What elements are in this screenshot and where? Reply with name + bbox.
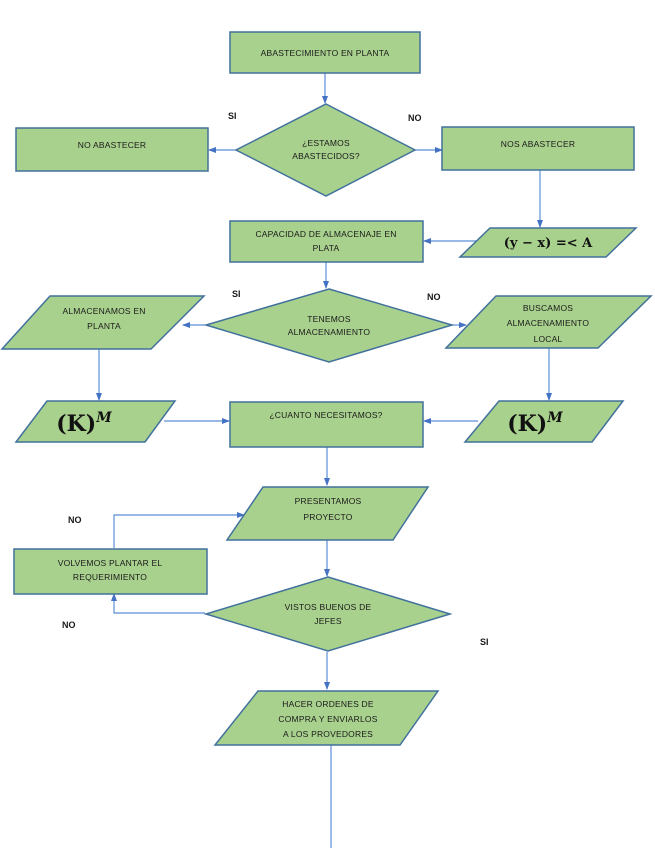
io-buscamos-almacenamiento-local: BUSCAMOS ALMACENAMIENTO LOCAL (444, 295, 653, 349)
io-k-power-m-right: (K)M (463, 400, 625, 443)
node-label: PRESENTAMOS (295, 496, 362, 506)
node-label: ALMACENAMIENTO (288, 327, 371, 337)
node-label: ¿CUANTO NECESITAMOS? (269, 410, 382, 420)
formula-text: (y − x) =< A (504, 236, 593, 251)
connector-volvemos-to-presentamos (113, 512, 245, 548)
decision-vistos-buenos-de-jefes: VISTOS BUENOS DE JEFES (203, 576, 453, 652)
node-capacidad-de-almacenaje: CAPACIDAD DE ALMACENAJE EN PLATA (229, 220, 424, 263)
node-label: JEFES (314, 616, 342, 626)
node-label: ABASTECIMIENTO EN PLANTA (261, 48, 390, 58)
node-label: REQUERIMIENTO (73, 572, 147, 582)
connector-q3-no-to-volvemos (111, 593, 205, 614)
connectors (96, 73, 552, 848)
node-nos-abastecer: NOS ABASTECER (441, 126, 635, 171)
node-label: VISTOS BUENOS DE (285, 602, 372, 612)
io-formula-y-minus-x: (y − x) =< A (458, 227, 638, 258)
node-label: COMPRA Y ENVIARLOS (278, 714, 377, 724)
node-label: VOLVEMOS PLANTAR EL (58, 558, 163, 568)
node-label: PLANTA (87, 321, 121, 331)
io-almacenamos-en-planta: ALMACENAMOS EN PLANTA (0, 295, 206, 350)
node-label: PROYECTO (303, 512, 352, 522)
io-k-power-m-left: (K)M (14, 400, 177, 443)
node-label: LOCAL (534, 334, 563, 344)
node-label: TENEMOS (307, 314, 351, 324)
edge-label-si: SI (480, 637, 489, 647)
edge-label-no: NO (408, 113, 422, 123)
io-hacer-ordenes-de-compra: HACER ORDENES DE COMPRA Y ENVIARLOS A LO… (213, 690, 440, 746)
node-label: HACER ORDENES DE (282, 699, 374, 709)
decision-tenemos-almacenamiento: TENEMOS ALMACENAMIENTO (203, 288, 455, 363)
edge-label-si: SI (228, 111, 237, 121)
node-label: BUSCAMOS (523, 303, 573, 313)
node-volvemos-plantar-requerimiento: VOLVEMOS PLANTAR EL REQUERIMIENTO (13, 548, 208, 595)
node-label: NOS ABASTECER (501, 139, 575, 149)
node-abastecimiento-en-planta: ABASTECIMIENTO EN PLANTA (229, 31, 421, 74)
formula-text: (K)M (507, 410, 563, 437)
node-no-abastecer: NO ABASTECER (15, 127, 209, 172)
node-label: ¿ESTAMOS (302, 138, 350, 148)
edge-label-no: NO (68, 515, 82, 525)
node-label: A LOS PROVEDORES (283, 729, 373, 739)
node-cuanto-necesitamos: ¿CUANTO NECESITAMOS? (229, 401, 424, 448)
node-label: CAPACIDAD DE ALMACENAJE EN (255, 229, 396, 239)
edge-label-no: NO (62, 620, 76, 630)
edge-label-si: SI (232, 289, 241, 299)
formula-text: (K)M (56, 410, 112, 437)
node-label: ALMACENAMOS EN (62, 306, 145, 316)
node-label: NO ABASTECER (78, 140, 147, 150)
node-label: ALMACENAMIENTO (507, 318, 590, 328)
decision-estamos-abastecidos: ¿ESTAMOS ABASTECIDOS? (234, 103, 417, 197)
io-presentamos-proyecto: PRESENTAMOS PROYECTO (225, 486, 430, 541)
node-label: PLATA (313, 243, 340, 253)
edge-label-no: NO (427, 292, 441, 302)
node-label: ABASTECIDOS? (292, 151, 360, 161)
